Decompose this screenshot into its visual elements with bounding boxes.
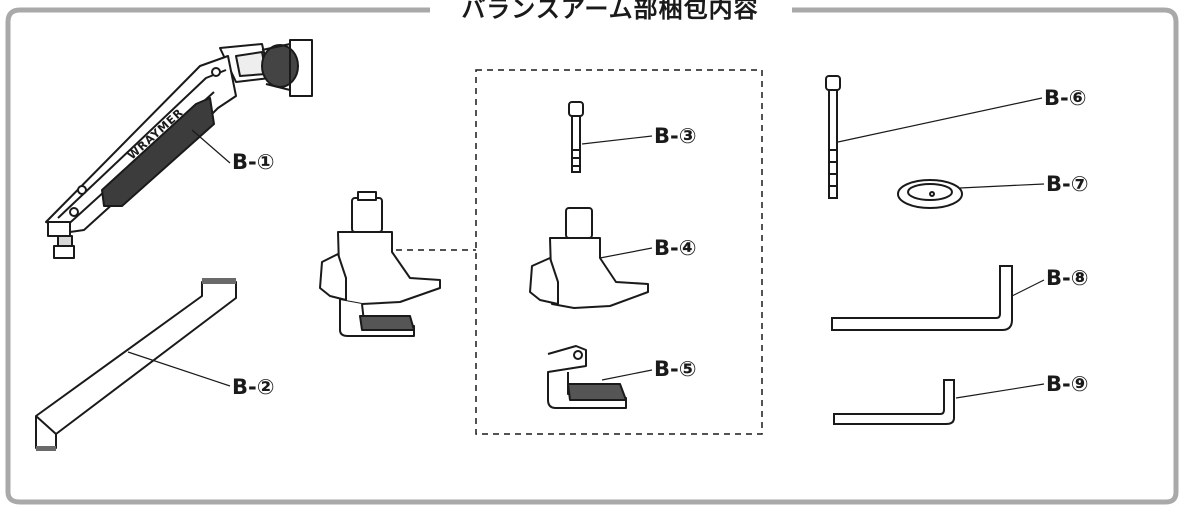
bracket-part-b5 [547,345,627,409]
leader-b5 [601,369,653,381]
hex-key-part-b8 [831,265,1013,331]
clamp-part-b4 [529,207,649,309]
label-b5: B-⑤ [654,357,697,381]
label-b4: B-④ [654,236,697,260]
leader-b6 [837,97,1043,143]
leader-b2 [127,351,231,387]
clamp-assembly [319,191,441,337]
bottom-cap [36,446,56,451]
bracket-grip [567,383,627,401]
leader-b4 [599,247,653,259]
long-bolt-part-b6 [825,75,841,199]
bolt-part-b3 [568,101,584,173]
label-b1: B-① [232,150,275,174]
label-b6: B-⑥ [1044,86,1087,110]
label-b3: B-③ [654,124,697,148]
arm-part-b1 [45,39,313,259]
label-b7: B-⑦ [1046,172,1089,196]
label-b2: B-② [232,375,275,399]
leader-b9 [955,383,1045,399]
label-b9: B-⑨ [1046,372,1089,396]
lower-arm-part-b2 [35,278,237,451]
washer-part-b7 [897,179,963,209]
hex-key-part-b9 [833,379,955,425]
arm-dark-panel [101,97,215,207]
page-title: バランスアーム部梱包内容 [440,0,780,26]
label-b8: B-⑧ [1046,266,1089,290]
parts-dashed-box [475,69,763,435]
leader-b1 [191,129,231,164]
leader-b7 [959,183,1045,189]
clamp-grip [359,315,415,331]
leader-b8 [1011,279,1045,297]
leader-b3 [581,135,653,145]
top-cap [202,278,236,284]
frame-border [5,7,1179,505]
